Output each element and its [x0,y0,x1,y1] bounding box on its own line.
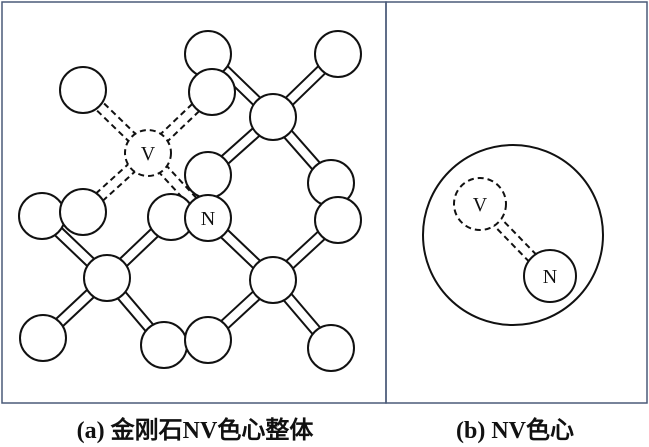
nitrogen-atom: N [523,249,577,303]
nitrogen-atom-label: N [201,208,215,230]
vacancy-atom-label: V [473,194,488,216]
caption-b: (b) NV色心 [456,418,574,444]
carbon-atom [19,314,67,362]
diamond-lattice: VN [18,30,362,372]
carbon-atom [184,151,232,199]
carbon-atom [59,66,107,114]
carbon-atom [314,30,362,78]
caption-a: (a) 金刚石NV色心整体 [76,418,314,444]
nitrogen-atom: N [184,194,232,242]
vacancy-atom: V [124,129,172,177]
vacancy-atom-label: V [141,143,156,165]
carbon-atom [314,196,362,244]
carbon-atom [140,321,188,369]
nitrogen-atom-label: N [543,266,557,288]
panel-b-frame [385,1,648,404]
nv-boundary-circle [422,144,604,326]
carbon-atom [307,324,355,372]
carbon-atom [18,192,66,240]
carbon-atom [184,316,232,364]
carbon-atom [83,254,131,302]
carbon-atom [249,93,297,141]
carbon-atom [249,256,297,304]
nv-center-closeup: VN [422,144,604,326]
carbon-atom [59,188,107,236]
carbon-atom [188,68,236,116]
vacancy-atom: V [453,177,507,231]
